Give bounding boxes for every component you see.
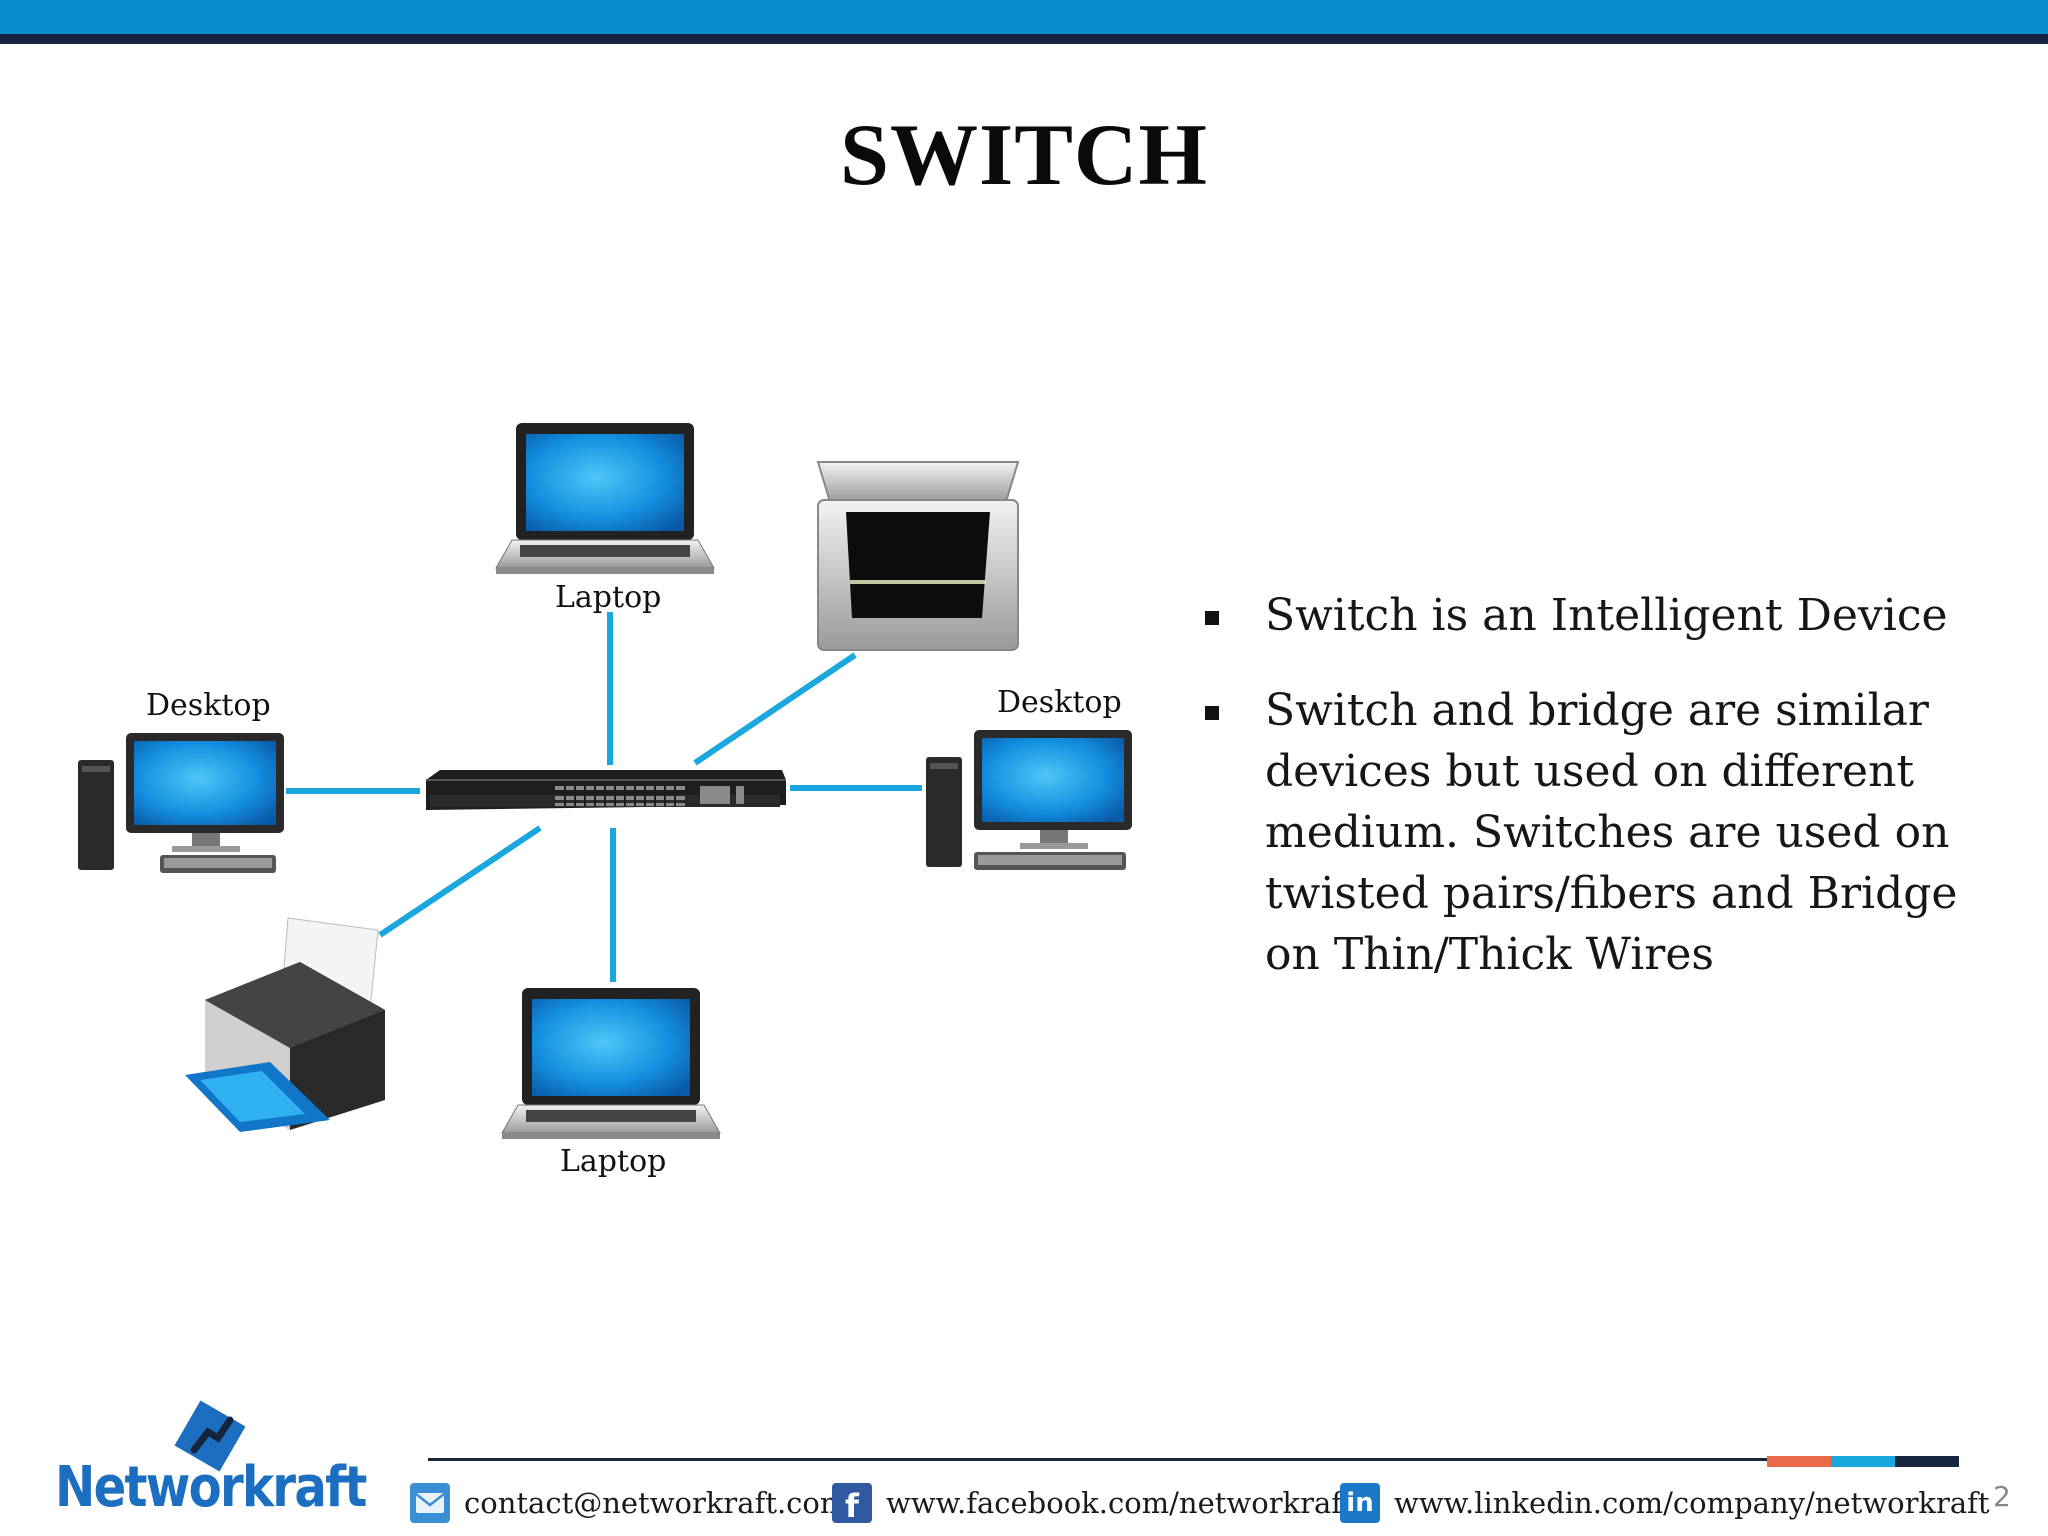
bullet-item: Switch and bridge are similar devices bu… — [1195, 680, 2015, 985]
bullet-item: Switch is an Intelligent Device — [1195, 585, 2015, 646]
slide-title: SWITCH — [840, 107, 1208, 204]
laptop-icon-top — [495, 423, 715, 574]
bullet-square-icon — [1205, 706, 1219, 720]
brand-logo-text: Networkraft — [55, 1455, 367, 1520]
bullet-square-icon — [1205, 611, 1219, 625]
top-navy-bar — [0, 34, 2048, 44]
email-text: contact@networkraft.com — [464, 1486, 848, 1520]
node-label-left-desktop: Desktop — [146, 688, 271, 723]
email-icon — [410, 1483, 450, 1523]
footer-linkedin[interactable]: in www.linkedin.com/company/networkraft — [1340, 1480, 1990, 1526]
link-printer — [378, 825, 542, 938]
bullet-text: Switch and bridge are similar devices bu… — [1265, 685, 1958, 980]
laptop-icon-bottom — [501, 988, 721, 1139]
facebook-text: www.facebook.com/networkraft — [886, 1486, 1354, 1520]
printer-icon — [185, 917, 385, 1132]
footer-accent-blue — [1831, 1456, 1895, 1467]
scanner-icon — [816, 461, 1020, 651]
footer-facebook[interactable]: f www.facebook.com/networkraft — [832, 1480, 1354, 1526]
footer-rule — [428, 1458, 1768, 1461]
top-accent-bar — [0, 0, 2048, 34]
linkedin-icon: in — [1340, 1483, 1380, 1523]
desktop-icon-right — [926, 730, 1132, 870]
bullet-list: Switch is an Intelligent Device Switch a… — [1195, 585, 2015, 1019]
link-scanner — [693, 652, 857, 766]
footer-email[interactable]: contact@networkraft.com — [410, 1480, 847, 1526]
page-number: 2 — [1993, 1480, 2011, 1513]
node-label-top-laptop: Laptop — [555, 580, 662, 615]
node-label-right-desktop: Desktop — [997, 685, 1122, 720]
bullet-text: Switch is an Intelligent Device — [1265, 590, 1948, 641]
footer-accent-orange — [1767, 1456, 1831, 1467]
facebook-icon: f — [832, 1483, 872, 1525]
switch-icon — [426, 770, 786, 810]
connection-links — [286, 612, 922, 982]
node-label-bottom-laptop: Laptop — [560, 1144, 667, 1179]
desktop-icon-left — [78, 733, 284, 873]
footer-accent-navy — [1895, 1456, 1959, 1467]
networkraft-logo-icon — [174, 1400, 246, 1472]
linkedin-text: www.linkedin.com/company/networkraft — [1394, 1486, 1990, 1520]
